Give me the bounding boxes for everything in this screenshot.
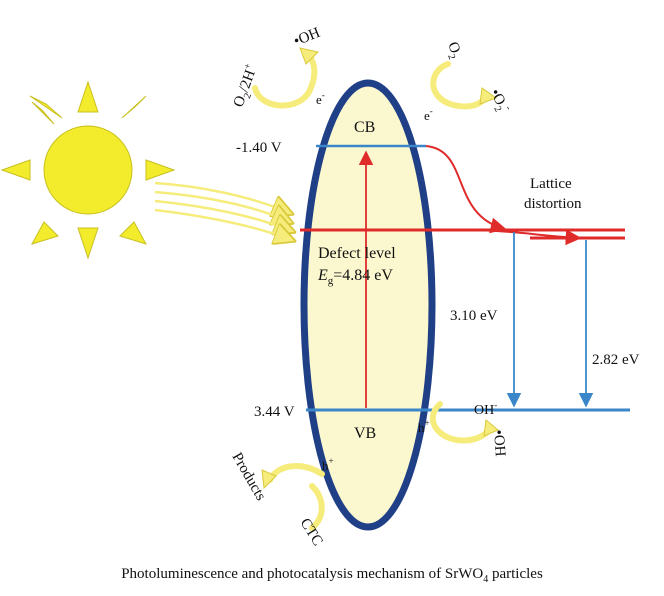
electron-label-right: e- xyxy=(424,106,433,123)
oh-minus-label: OH- xyxy=(474,400,497,418)
superoxide-label: •O2- xyxy=(484,85,514,116)
cb-label: CB xyxy=(354,119,375,136)
radical-oh-top-label: •OH xyxy=(292,25,323,50)
hole-label-right: h+ xyxy=(418,418,430,435)
oxidizer-left-label: O2/2H+ xyxy=(229,62,264,111)
figure-caption: Photoluminescence and photocatalysis mec… xyxy=(121,566,543,585)
relaxation-curve xyxy=(425,145,507,234)
radical-oh-bottom-label: •OH xyxy=(490,429,508,457)
hole-label-bottom: h+ xyxy=(322,456,334,473)
particle-ellipse xyxy=(300,79,436,531)
sun-icon xyxy=(0,80,176,260)
defect-level-label: Defect level xyxy=(318,245,396,262)
vb-label: VB xyxy=(354,425,376,442)
gap-310-label: 3.10 eV xyxy=(450,308,498,324)
cb-potential-label: -1.40 V xyxy=(236,140,282,156)
vb-potential-label: 3.44 V xyxy=(254,404,295,420)
lattice-curve xyxy=(469,229,582,246)
lattice-label-line2: distortion xyxy=(524,196,582,212)
electron-label-left: e- xyxy=(316,90,325,107)
light-rays xyxy=(154,181,292,240)
gap-282-label: 2.82 eV xyxy=(592,352,640,368)
o2-label: O2 xyxy=(441,40,464,61)
lattice-label-line1: Lattice xyxy=(530,176,572,192)
band-gap-label: Eg=4.84 eV xyxy=(317,267,393,287)
reaction-arrow-heads xyxy=(261,47,499,490)
